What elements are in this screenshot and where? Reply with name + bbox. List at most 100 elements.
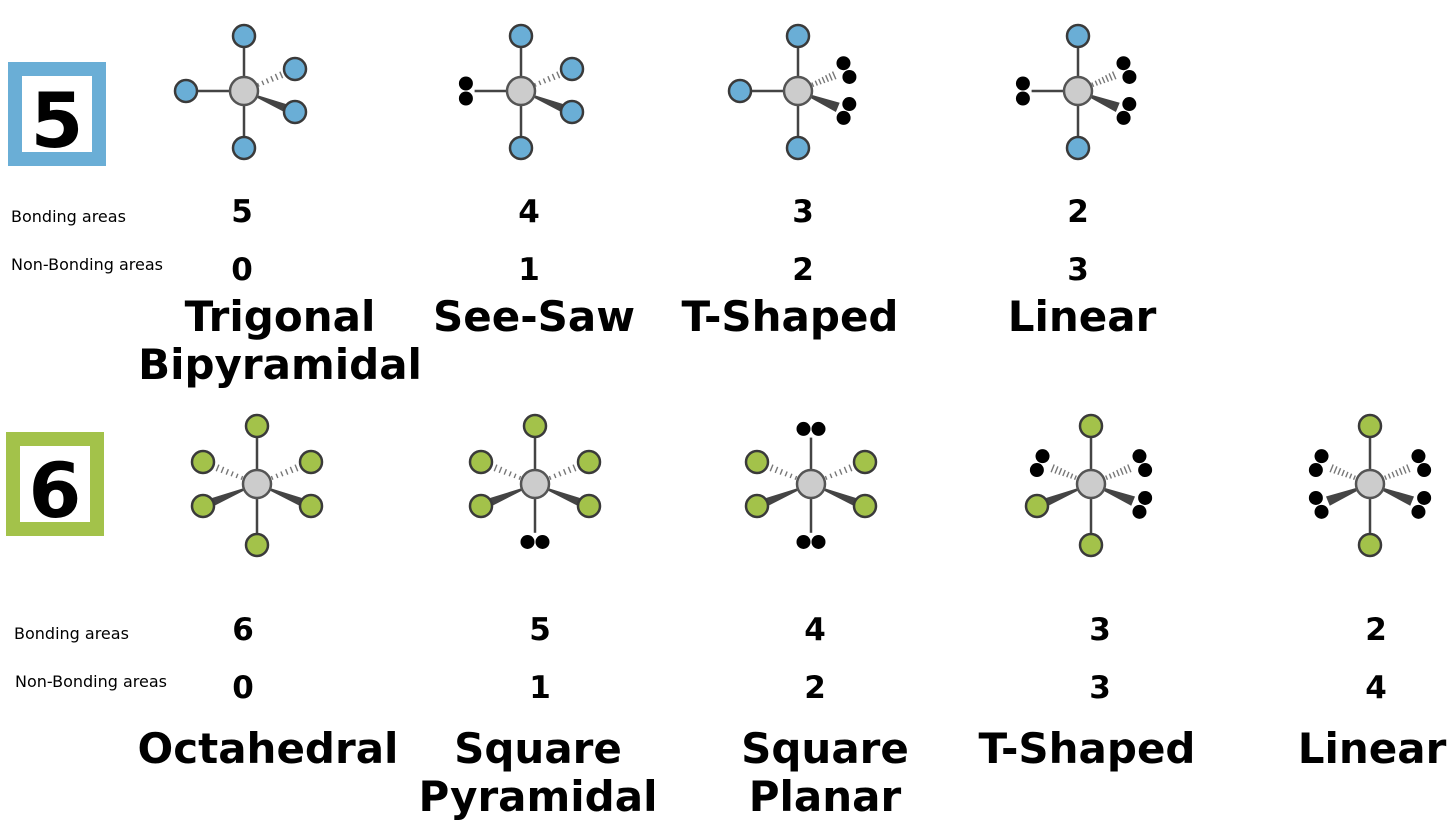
ligand-atom bbox=[231, 23, 257, 49]
bonding-count: 3 bbox=[792, 194, 814, 230]
geometry-name: Linear bbox=[1212, 725, 1454, 773]
lone-pair-dots bbox=[1308, 449, 1329, 478]
geometry-name-line: Trigonal bbox=[184, 292, 376, 341]
central-atom bbox=[241, 468, 273, 500]
ligand-atom bbox=[282, 99, 308, 125]
ligand-atom bbox=[852, 493, 878, 519]
geometry-name-line: Square bbox=[454, 724, 622, 773]
geometry-name: Linear bbox=[922, 293, 1242, 341]
ligand-atom bbox=[231, 135, 257, 161]
molecule-diagram bbox=[1024, 413, 1153, 558]
ligand-atom bbox=[852, 449, 878, 475]
lone-pair-dots bbox=[1411, 490, 1432, 519]
bonding-count: 2 bbox=[1067, 194, 1089, 230]
ligand-atom bbox=[173, 78, 199, 104]
badge-six-number: 6 bbox=[28, 446, 82, 535]
ligand-atom bbox=[1357, 413, 1383, 439]
ligand-atom bbox=[508, 135, 534, 161]
bonding-count: 5 bbox=[231, 194, 253, 230]
geometry-name: T-Shaped bbox=[927, 725, 1247, 773]
wedge-bond bbox=[257, 484, 313, 511]
ligand-atom bbox=[190, 449, 216, 475]
bonding-count: 2 bbox=[1365, 612, 1387, 648]
ligand-atom bbox=[576, 449, 602, 475]
wedge-bond bbox=[479, 484, 535, 511]
central-atom bbox=[795, 468, 827, 500]
ligand-atom bbox=[522, 413, 548, 439]
geometry-name-line: See-Saw bbox=[432, 292, 636, 341]
geometry-name-line: T-Shaped bbox=[978, 724, 1196, 773]
badge-six: 6 bbox=[6, 432, 104, 536]
central-atom bbox=[782, 75, 814, 107]
nonbonding-count: 0 bbox=[231, 252, 253, 288]
ligand-atom bbox=[559, 99, 585, 125]
bonding-count: 5 bbox=[529, 612, 551, 648]
ligand-atom bbox=[785, 135, 811, 161]
ligand-atom bbox=[1078, 532, 1104, 558]
ligand-atom bbox=[468, 449, 494, 475]
wedge-bond bbox=[201, 484, 257, 511]
wedge-bond bbox=[811, 484, 867, 511]
nonbonding-areas-label: Non-Bonding areas bbox=[15, 672, 168, 691]
lone-pair-dots bbox=[796, 534, 826, 549]
badge-five: 5 bbox=[8, 62, 106, 166]
nonbonding-areas-label: Non-Bonding areas bbox=[11, 255, 164, 274]
ligand-atom bbox=[1065, 135, 1091, 161]
bonding-areas-label: Bonding areas bbox=[14, 624, 129, 643]
central-atom bbox=[228, 75, 260, 107]
geometry-name-line: Linear bbox=[1007, 292, 1157, 341]
geometry-name: T-Shaped bbox=[630, 293, 950, 341]
bonding-count: 4 bbox=[804, 612, 826, 648]
wedge-bond bbox=[535, 484, 591, 511]
nonbonding-count: 1 bbox=[529, 670, 551, 706]
ligand-atom bbox=[244, 532, 270, 558]
bonding-count: 6 bbox=[232, 612, 254, 648]
ligand-atom bbox=[508, 23, 534, 49]
nonbonding-count: 1 bbox=[518, 252, 540, 288]
lone-pair-dots bbox=[796, 421, 826, 436]
geometry-name-line: Octahedral bbox=[137, 724, 399, 773]
central-atom bbox=[519, 468, 551, 500]
geometry-name: See-Saw bbox=[374, 293, 694, 341]
ligand-atom bbox=[744, 493, 770, 519]
geometry-name-line: Square bbox=[741, 724, 909, 773]
lone-pair-dots bbox=[1132, 490, 1153, 519]
lone-pair-dots bbox=[1116, 97, 1137, 125]
geometry-name-line: Bipyramidal bbox=[138, 340, 422, 389]
nonbonding-count: 3 bbox=[1089, 670, 1111, 706]
wedge-bond bbox=[755, 484, 811, 511]
geometry-name: Octahedral bbox=[108, 725, 428, 773]
lone-pair-dots bbox=[1411, 449, 1432, 478]
molecule-diagram bbox=[1308, 413, 1432, 558]
molecule-diagram bbox=[1015, 23, 1137, 161]
lone-pair-dots bbox=[1308, 490, 1329, 519]
molecule-diagram bbox=[190, 413, 324, 558]
lone-pair-dots bbox=[1029, 449, 1050, 478]
nonbonding-count: 2 bbox=[792, 252, 814, 288]
nonbonding-count: 4 bbox=[1365, 670, 1387, 706]
lone-pair-dots bbox=[1132, 449, 1153, 478]
geometry-name-line: T-Shaped bbox=[681, 292, 899, 341]
lone-pair-dots bbox=[458, 76, 473, 106]
nonbonding-count: 3 bbox=[1067, 252, 1089, 288]
central-atom bbox=[1062, 75, 1094, 107]
ligand-atom bbox=[576, 493, 602, 519]
central-atom bbox=[505, 75, 537, 107]
ligand-atom bbox=[727, 78, 753, 104]
ligand-atom bbox=[1065, 23, 1091, 49]
ligand-atom bbox=[1078, 413, 1104, 439]
ligand-atom bbox=[244, 413, 270, 439]
geometry-name-line: Planar bbox=[748, 772, 902, 821]
bonding-areas-label: Bonding areas bbox=[11, 207, 126, 226]
nonbonding-count: 0 bbox=[232, 670, 254, 706]
bonding-count: 3 bbox=[1089, 612, 1111, 648]
ligand-atom bbox=[468, 493, 494, 519]
ligand-atom bbox=[282, 56, 308, 82]
lone-pair-dots bbox=[1116, 56, 1137, 84]
molecule-diagram bbox=[458, 23, 585, 161]
bonding-count: 4 bbox=[518, 194, 540, 230]
ligand-atom bbox=[744, 449, 770, 475]
